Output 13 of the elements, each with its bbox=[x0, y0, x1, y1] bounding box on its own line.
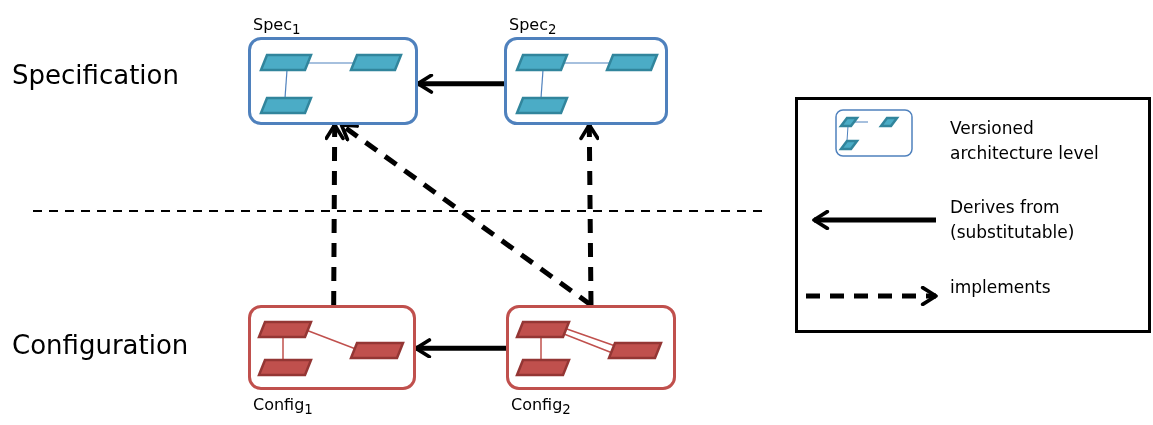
box-heading: Spec$_{2}$ bbox=[509, 14, 557, 37]
dashed-arrow bbox=[324, 123, 345, 305]
level-label: Specification bbox=[12, 60, 179, 90]
dashed-arrow bbox=[579, 123, 600, 306]
box-heading: Config$_{1}$ bbox=[253, 395, 313, 418]
legend-text: Versioned architecture level bbox=[950, 117, 1100, 165]
box-heading: Config$_{2}$ bbox=[511, 395, 571, 418]
box-heading: Spec$_{1}$ bbox=[253, 14, 301, 37]
level-label: Configuration bbox=[12, 330, 189, 360]
legend-text: Derives from (substitutable) bbox=[950, 196, 1076, 244]
legend-text: implements bbox=[950, 276, 1052, 299]
arrow bbox=[414, 338, 506, 359]
arrow bbox=[416, 73, 504, 94]
